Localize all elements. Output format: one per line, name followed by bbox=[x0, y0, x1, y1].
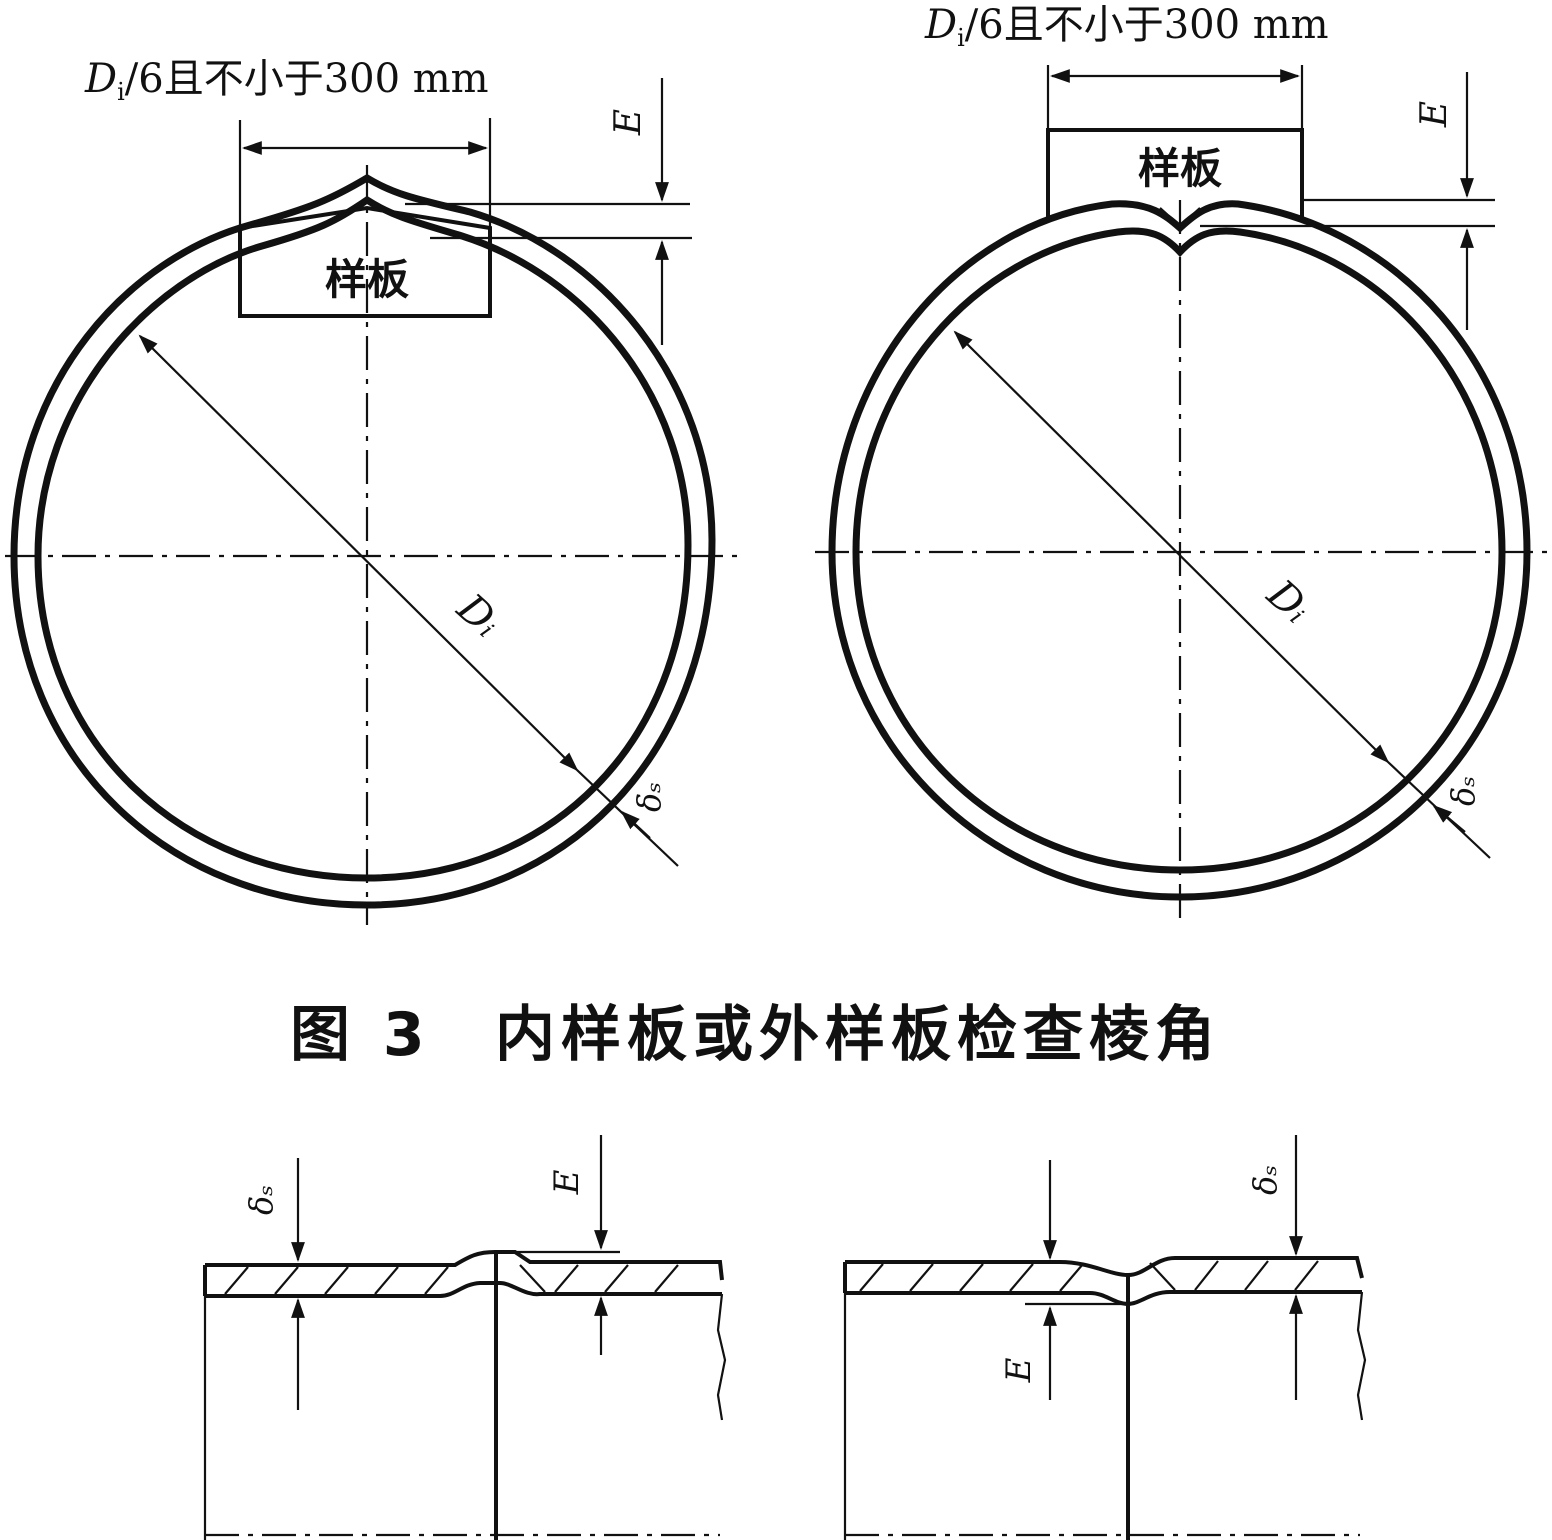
bottom-right-hatching bbox=[859, 1260, 1319, 1292]
right-shell-inner-wall bbox=[852, 227, 1506, 874]
bottom-left-hatching bbox=[224, 1264, 679, 1295]
bottom-left-section: δₛ E bbox=[203, 1135, 727, 1540]
right-peak-label: E bbox=[1414, 101, 1455, 128]
bottom-right-section: E δₛ bbox=[843, 1135, 1367, 1540]
bottom-left-peak-label: E bbox=[547, 1169, 587, 1195]
left-shell-inner-wall bbox=[34, 195, 692, 882]
right-template-label: 样板 bbox=[1138, 144, 1222, 193]
bottom-left-plate-top bbox=[205, 1250, 724, 1281]
left-span-label: Di/6且不小于300 mm bbox=[84, 56, 489, 106]
bottom-left-break-edge bbox=[716, 1293, 727, 1421]
bottom-right-thickness-label: δₛ bbox=[1246, 1165, 1284, 1195]
right-span-label: Di/6且不小于300 mm bbox=[924, 2, 1329, 52]
right-shell-view: 样板 Di/6且不小于300 mm E Dᵢ δₛ bbox=[815, 2, 1550, 918]
left-thickness-label: δₛ bbox=[630, 782, 668, 812]
left-diameter-label: Dᵢ bbox=[448, 585, 509, 647]
left-shell-outer-wall bbox=[10, 173, 716, 909]
right-thickness-arrow bbox=[1432, 804, 1466, 833]
figure-caption-text: 内样板或外样板检查棱角 bbox=[495, 1000, 1221, 1070]
bottom-left-plate-bottom bbox=[205, 1281, 722, 1298]
right-diameter-line bbox=[953, 330, 1390, 764]
right-thickness-label: δₛ bbox=[1444, 776, 1482, 806]
right-seam-notch bbox=[1159, 207, 1201, 228]
figure-caption-number: 图 3 bbox=[290, 1000, 431, 1070]
left-template-label: 样板 bbox=[325, 255, 409, 304]
left-thickness-arrow bbox=[620, 810, 651, 839]
bottom-left-thickness-label: δₛ bbox=[242, 1185, 280, 1215]
left-diameter-line bbox=[138, 334, 579, 772]
left-inner-template bbox=[238, 205, 492, 318]
left-peak-label: E bbox=[608, 109, 649, 136]
bottom-right-break-edge bbox=[1356, 1291, 1367, 1421]
bottom-right-plate-bottom bbox=[845, 1290, 1362, 1307]
left-shell-view: 样板 Di/6且不小于300 mm E Dᵢ δₛ bbox=[5, 56, 740, 925]
right-outer-template bbox=[1046, 128, 1304, 222]
right-shell-outer-wall bbox=[828, 200, 1531, 901]
right-diameter-label: Dᵢ bbox=[1258, 571, 1319, 633]
bottom-right-peak-label: E bbox=[999, 1357, 1039, 1383]
